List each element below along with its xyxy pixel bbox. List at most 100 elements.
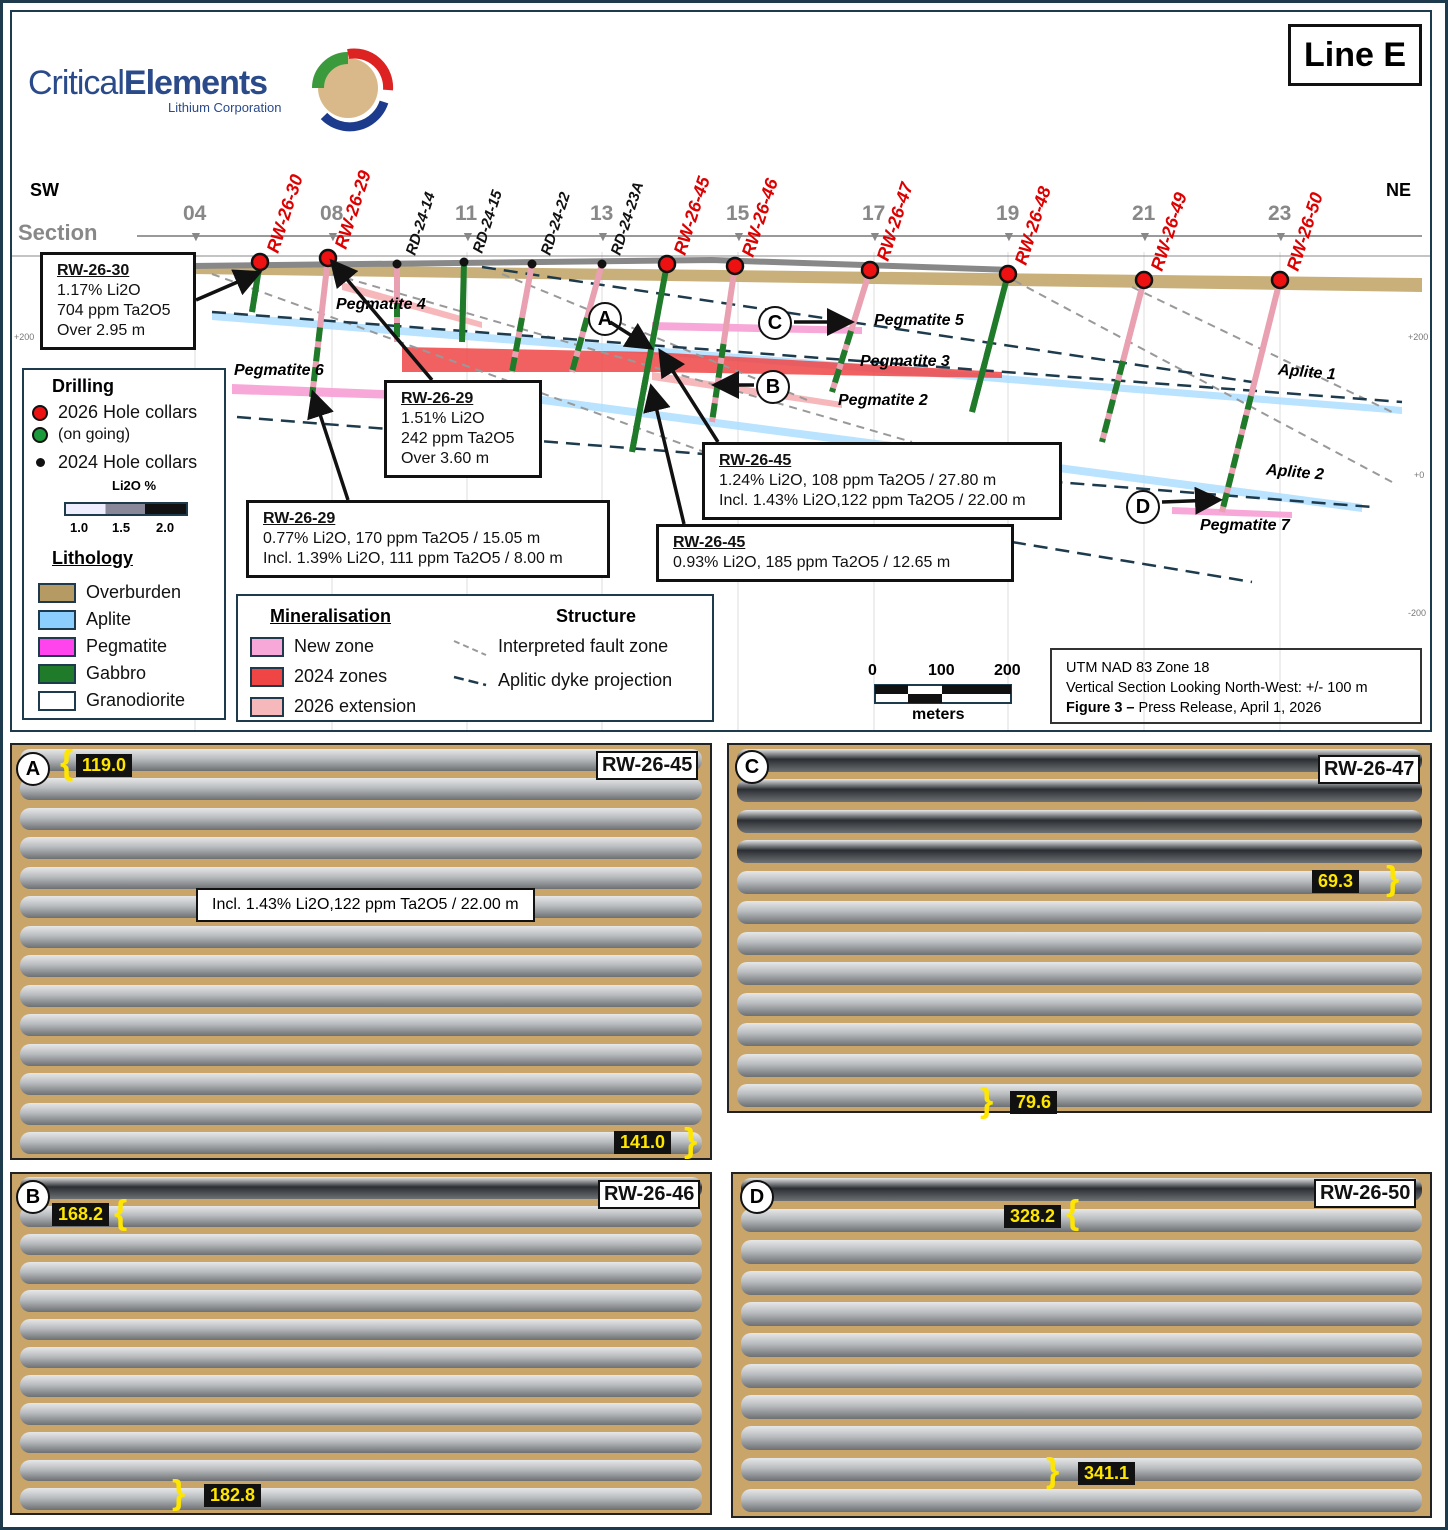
- elev-label: +0: [1414, 470, 1425, 480]
- core-row: [737, 779, 1422, 803]
- drill-trace-gabbro: [459, 301, 466, 343]
- swatch-icon: [38, 636, 76, 657]
- core-row: [20, 1459, 702, 1482]
- core-row: [741, 1333, 1422, 1357]
- core-row: [737, 1023, 1422, 1047]
- core-row: [737, 901, 1422, 925]
- section-arrow-icon: ▼: [868, 228, 882, 244]
- core-row: [20, 1132, 702, 1155]
- photo-b-hole: RW-26-46: [598, 1180, 701, 1209]
- hole-collar: [392, 259, 402, 269]
- core-row: [741, 1271, 1422, 1295]
- section-label: Section: [18, 220, 98, 245]
- photo-b-from-depth: 168.2: [52, 1203, 110, 1226]
- marker-d: D: [1126, 490, 1160, 524]
- swatch-icon: [38, 690, 76, 711]
- hole-collar: [1134, 270, 1154, 290]
- core-photo-d: [731, 1172, 1432, 1518]
- drill-trace-gabbro: [969, 342, 993, 413]
- core-row: [741, 1488, 1422, 1513]
- legend-structure-item: Aplitic dyke projection: [452, 670, 672, 691]
- drill-trace-gabbro: [509, 317, 525, 373]
- core-row: [741, 1426, 1422, 1451]
- drill-trace-gabbro: [569, 317, 590, 373]
- core-row: [737, 992, 1422, 1016]
- li2o-scale-title: Li2O %: [112, 478, 157, 493]
- legend-drilling-lithology: Drilling 2026 Hole collars (on going) 20…: [22, 368, 226, 720]
- hole-label: RW-26-30: [263, 172, 307, 255]
- core-row: [737, 931, 1422, 955]
- globe-logo-icon: [312, 48, 394, 132]
- label-pegmatite-4: Pegmatite 4: [336, 296, 426, 313]
- hole-collar: [725, 256, 745, 276]
- section-number: 08: [320, 202, 344, 225]
- photo-b-letter: B: [16, 1180, 50, 1214]
- photo-c-hole: RW-26-47: [1318, 755, 1421, 784]
- photo-d-hole: RW-26-50: [1314, 1179, 1417, 1208]
- legend-structure-item: Interpreted fault zone: [452, 636, 668, 657]
- li2o-tick: 2.0: [156, 520, 175, 535]
- drill-trace-gabbro: [1099, 360, 1126, 443]
- legend-drilling-title: Drilling: [52, 376, 114, 396]
- core-row: [737, 748, 1422, 772]
- core-photo-b: [10, 1172, 712, 1515]
- core-row: [20, 748, 702, 771]
- core-row: [20, 1488, 702, 1510]
- elev-label: +200: [1408, 332, 1429, 342]
- hole-collar: [860, 260, 880, 280]
- scale-tick: 200: [994, 662, 1021, 679]
- core-row: [20, 778, 702, 801]
- section-number: 23: [1268, 202, 1292, 225]
- red-collar-icon: [32, 404, 48, 421]
- green-collar-icon: [32, 427, 48, 443]
- core-row: [20, 1102, 702, 1125]
- core-row: [20, 1318, 702, 1341]
- hole-collar: [527, 259, 537, 269]
- core-row: [737, 1053, 1422, 1077]
- drill-trace-gabbro: [629, 357, 653, 453]
- core-row: [741, 1208, 1422, 1233]
- marker-c: C: [758, 306, 792, 340]
- core-row: [20, 1403, 702, 1425]
- brace-icon: }: [980, 1082, 994, 1120]
- core-row: [20, 807, 702, 830]
- photo-a-hole: RW-26-45: [596, 751, 699, 780]
- scale-unit: meters: [912, 706, 965, 723]
- direction-sw: SW: [30, 180, 59, 200]
- legend-mineralisation-item: 2024 zones: [250, 666, 387, 687]
- core-row: [20, 1262, 702, 1284]
- legend-lithology-item: Pegmatite: [38, 636, 167, 657]
- legend-lithology-item: Gabbro: [38, 663, 146, 684]
- core-row: [20, 1346, 702, 1369]
- pegmatite-2-zone: [652, 372, 842, 408]
- core-row: [20, 1177, 702, 1199]
- scale-tick: 0: [868, 662, 877, 679]
- swatch-icon: [38, 609, 76, 630]
- brace-icon: {: [114, 1194, 128, 1232]
- section-arrow-icon: ▼: [189, 228, 203, 244]
- section-number: 04: [183, 202, 207, 225]
- drill-trace-gabbro: [829, 330, 854, 393]
- hole-collar: [1270, 270, 1290, 290]
- info-figure: Figure 3 – Press Release, April 1, 2026: [1066, 700, 1322, 716]
- section-number: 15: [726, 202, 750, 225]
- photo-d-from-depth: 328.2: [1004, 1205, 1062, 1228]
- label-pegmatite-2: Pegmatite 2: [838, 392, 928, 409]
- core-row: [20, 925, 702, 948]
- photo-b-to-depth: 182.8: [204, 1484, 262, 1507]
- legend-lithology-item: Overburden: [38, 582, 181, 603]
- photo-c-to-depth: 79.6: [1010, 1091, 1058, 1114]
- li2o-color-bar: [64, 502, 188, 516]
- core-row: [20, 955, 702, 978]
- legend-mineralisation-item: New zone: [250, 636, 374, 657]
- direction-ne: NE: [1386, 180, 1412, 200]
- photo-a-note: Incl. 1.43% Li2O,122 ppm Ta2O5 / 22.00 m: [196, 888, 535, 922]
- legend-lithology-title: Lithology: [52, 548, 133, 568]
- core-row: [737, 809, 1422, 833]
- brace-icon: }: [684, 1122, 698, 1160]
- brace-icon: }: [1386, 860, 1400, 898]
